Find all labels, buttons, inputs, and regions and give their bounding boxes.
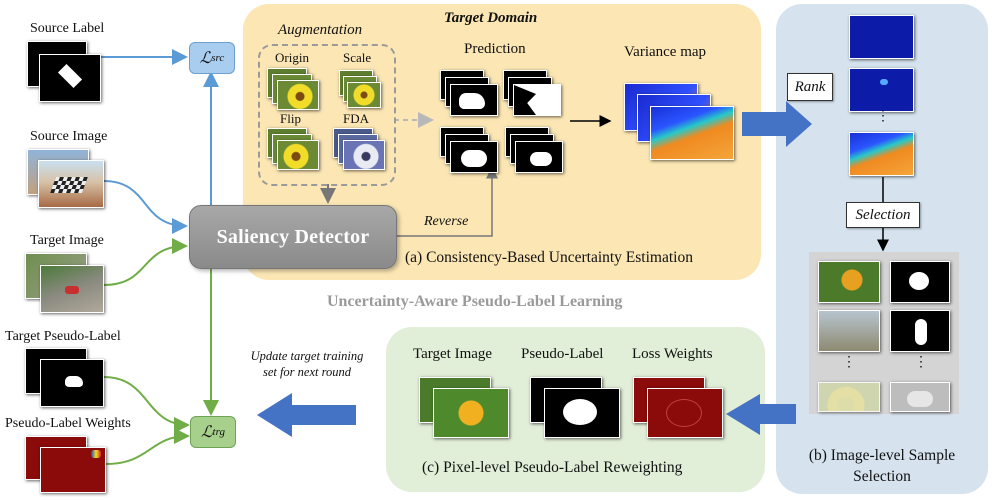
weights-hotspot xyxy=(91,450,101,458)
selection-caption-2: Selection xyxy=(853,468,911,485)
rank-map-2 xyxy=(849,68,914,112)
sample-1-mask xyxy=(890,261,950,303)
reweight-target-image-title: Target Image xyxy=(413,346,493,362)
update-note-line2: set for next round xyxy=(262,365,352,379)
sample-2-mask xyxy=(890,310,950,352)
to-rank-block-arrow xyxy=(742,101,812,147)
reverse-label: Reverse xyxy=(424,214,469,229)
to-trg-block-arrow xyxy=(257,393,356,437)
target-image-arrow xyxy=(103,238,188,286)
source-image-arrow xyxy=(103,180,188,234)
scale-label: Scale xyxy=(343,50,372,65)
selection-caption-1: (b) Image-level Sample xyxy=(808,447,956,464)
source-mask-shape xyxy=(57,63,83,89)
reverse-arrow xyxy=(395,166,498,237)
flip-label: Flip xyxy=(280,111,301,126)
src-loss-symbol: ℒ xyxy=(199,50,212,67)
pred-a xyxy=(450,84,498,116)
sample-1-image xyxy=(818,261,880,303)
chessboard-shape xyxy=(50,177,88,193)
variance-map-title: Variance map xyxy=(624,44,707,60)
target-domain-caption: (a) Consistency-Based Uncertainty Estima… xyxy=(405,249,693,266)
augmentation-title: Augmentation xyxy=(278,22,363,38)
pred-b-mask xyxy=(514,85,536,115)
scale-thumb xyxy=(347,82,381,108)
race-car-shape xyxy=(65,286,79,294)
sample-3-mask xyxy=(890,382,950,412)
rank-map-3 xyxy=(849,132,914,176)
reweight-loss-outline xyxy=(666,399,702,427)
trg-loss-symbol: ℒ xyxy=(201,424,213,441)
pred-b xyxy=(513,84,561,116)
samples-dots-right: ⋮ xyxy=(914,355,928,370)
source-label-title: Source Label xyxy=(30,21,105,36)
sample-2-mask-shape xyxy=(915,319,927,345)
rank-map-2-spot xyxy=(880,79,888,85)
pseudo-label-weights-title: Pseudo-Label Weights xyxy=(5,416,131,431)
reweight-pseudo-label-title: Pseudo-Label xyxy=(521,346,604,362)
saliency-detector-box: Saliency Detector xyxy=(189,205,397,269)
origin-thumb xyxy=(277,80,319,110)
flip-thumb xyxy=(277,140,319,170)
source-image-title: Source Image xyxy=(30,129,108,144)
source-label-image xyxy=(39,54,101,102)
pred-d-mask xyxy=(530,152,552,166)
sample-3-mask-shape xyxy=(907,391,933,407)
fda-thumb xyxy=(343,140,385,170)
variance-map xyxy=(650,106,734,160)
sample-1-mask-shape xyxy=(909,272,929,290)
samples-dots-left: ⋮ xyxy=(842,355,856,370)
reweight-target-image xyxy=(433,388,509,438)
to-reweight-block-arrow xyxy=(726,394,796,435)
weights-arrow xyxy=(105,428,190,465)
pseudo-label-arrow xyxy=(103,376,190,433)
reweight-loss-weights xyxy=(647,388,723,438)
augmentation-dashed-box xyxy=(258,44,396,186)
target-image-title: Target Image xyxy=(30,233,104,248)
origin-label: Origin xyxy=(275,50,309,65)
reweight-pseudo-mask xyxy=(563,399,597,425)
fda-label: FDA xyxy=(343,111,370,126)
reweight-pseudo-label xyxy=(544,388,620,438)
prediction-title: Prediction xyxy=(464,41,526,57)
target-pseudo-label-image xyxy=(40,359,104,407)
reweight-loss-weights-title: Loss Weights xyxy=(632,346,713,362)
weights-image xyxy=(40,447,106,493)
reweight-caption: (c) Pixel-level Pseudo-Label Reweighting xyxy=(422,459,683,476)
rank-box: Rank xyxy=(787,73,833,101)
source-image xyxy=(38,160,104,208)
src-loss-subscript: src xyxy=(211,52,225,64)
target-image xyxy=(40,265,104,313)
selection-box: Selection xyxy=(846,202,920,228)
pred-d xyxy=(515,141,563,173)
pred-c xyxy=(450,141,498,173)
pred-c-mask xyxy=(461,150,487,167)
pseudo-mask-shape xyxy=(65,376,83,387)
target-domain-title: Target Domain xyxy=(444,10,538,26)
pred-a-mask xyxy=(459,93,485,109)
target-pseudo-label-title: Target Pseudo-Label xyxy=(5,329,121,344)
trg-loss-subscript: trg xyxy=(212,426,225,438)
center-title: Uncertainty-Aware Pseudo-Label Learning xyxy=(327,293,623,310)
rank-dots: ⋮ xyxy=(876,109,890,124)
update-note-line1: Update target training xyxy=(250,349,364,363)
rank-map-1 xyxy=(849,15,914,59)
sample-3-image xyxy=(818,382,880,412)
sample-2-image xyxy=(818,310,880,352)
